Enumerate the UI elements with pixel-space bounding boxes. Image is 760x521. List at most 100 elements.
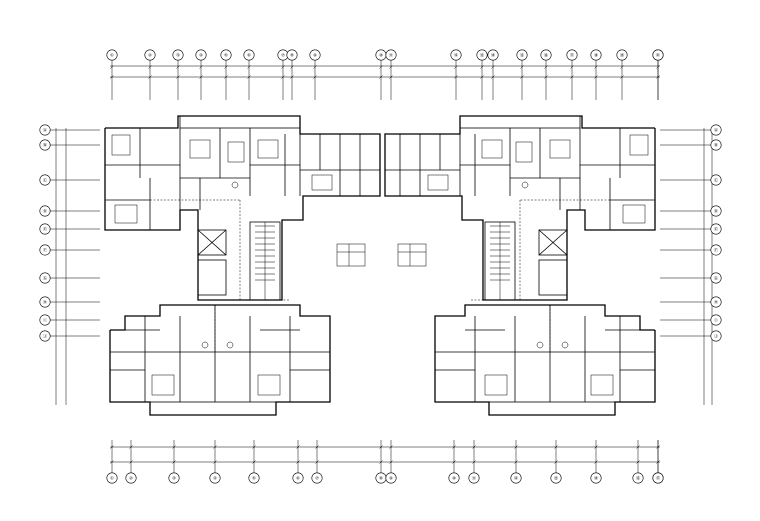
top-axis-bubble: ⑮: [516, 49, 528, 100]
right-axis-bubble: Ⓐ: [660, 124, 722, 136]
bottom-axis-bubble: ③: [168, 440, 180, 484]
bottom-axis-bubble: ⑬: [550, 440, 562, 484]
axis-label: ⑰: [656, 475, 661, 482]
right-axis-bubble: Ⓙ: [660, 330, 722, 342]
bottom-axis-bubble: ⑧: [375, 440, 387, 484]
top-axis-bubble: ②: [144, 49, 156, 100]
axis-label: ⑰: [570, 52, 575, 59]
axis-label: Ⓒ: [714, 177, 719, 184]
bottom-axis-bubble: ①: [106, 440, 118, 484]
axis-label: ⑮: [636, 475, 641, 482]
top-axis-bubble: ⑦: [277, 49, 289, 100]
top-axis-bubble: ①: [106, 49, 118, 100]
axis-label: ⑬: [554, 475, 559, 482]
axis-label: ⑫: [514, 475, 519, 482]
top-axis-bubble: ⑬: [476, 49, 488, 100]
axis-label: ⑯: [544, 52, 549, 59]
bottom-axis-bubble: ⑭: [590, 440, 602, 484]
bottom-axis-bubble: ⑪: [468, 440, 480, 484]
left-axis-bubble: Ⓖ: [39, 272, 100, 284]
axis-label: ⑧: [379, 476, 383, 481]
axis-label: Ⓖ: [43, 275, 48, 282]
axis-label: ③: [172, 476, 176, 481]
axis-label: ⑥: [247, 53, 251, 58]
axis-label: ③: [176, 53, 180, 58]
axis-label: ㉑: [656, 52, 661, 59]
axis-label: ⑬: [480, 52, 485, 59]
top-axis-bubble: ⑧: [286, 49, 298, 100]
right-axis-bubble: Ⓓ: [660, 205, 722, 217]
axis-label: ①: [110, 53, 114, 58]
left-axis-bubble: Ⓓ: [39, 205, 100, 217]
top-axis-bubble: ⑭: [487, 49, 499, 100]
axis-label: Ⓓ: [43, 208, 48, 215]
right-axis-bubble: Ⓔ: [660, 223, 722, 235]
axis-label: ⑲: [620, 52, 625, 59]
top-axis-bubble: ⑯: [540, 49, 552, 100]
axis-label: Ⓐ: [714, 127, 719, 134]
left-dimension-chain: [55, 128, 67, 405]
axis-label: Ⓖ: [714, 275, 719, 282]
axis-label: Ⓔ: [43, 226, 48, 233]
left-axis-bubble: Ⓑ: [39, 139, 100, 151]
top-axis-bubble: ⑨: [309, 49, 321, 100]
axis-label: ⑩: [379, 53, 383, 58]
axis-label: ⑦: [281, 53, 285, 58]
bottom-axis-bubble: ⑨: [385, 440, 397, 484]
bottom-axis-bubble: ⑥: [292, 440, 304, 484]
bottom-axis-bubble: ⑩: [448, 440, 460, 484]
bottom-axis-bubble: ②: [125, 440, 137, 484]
left-axis-bubble: Ⓕ: [39, 244, 100, 256]
top-axis-bubbles: ①②③④⑤⑥⑦⑧⑨⑩⑪⑫⑬⑭⑮⑯⑰⑱⑲⑳㉑: [106, 49, 664, 100]
axis-label: ④: [213, 476, 217, 481]
left-axis-bubble: Ⓐ: [39, 124, 100, 136]
right-axis-bubble: Ⓖ: [660, 272, 722, 284]
bottom-dimension-chain: [110, 445, 660, 464]
top-axis-bubble: ⑪: [385, 49, 397, 100]
left-axis-bubble: Ⓘ: [39, 314, 100, 326]
axis-label: Ⓕ: [714, 247, 719, 254]
axis-label: Ⓘ: [714, 317, 719, 324]
axis-label: Ⓘ: [43, 317, 48, 324]
axis-label: ⑩: [452, 476, 456, 481]
axis-label: ⑭: [594, 475, 599, 482]
top-dimension-chain: [110, 65, 660, 79]
axis-label: Ⓔ: [714, 226, 719, 233]
top-axis-bubble: ⑤: [220, 49, 232, 100]
right-axis-bubble: Ⓒ: [660, 174, 722, 186]
axis-label: ②: [129, 476, 133, 481]
bottom-axis-bubble: ④: [209, 440, 221, 484]
axis-label: Ⓐ: [43, 127, 48, 134]
axis-label: ⑥: [296, 476, 300, 481]
axis-label: ⑮: [520, 52, 525, 59]
left-axis-bubble: Ⓗ: [39, 296, 100, 308]
axis-label: ⑱: [594, 52, 599, 59]
axis-label: Ⓙ: [43, 333, 48, 340]
bottom-axis-bubble: ⑮: [632, 440, 644, 484]
bottom-axis-bubble: ⑦: [311, 440, 323, 484]
axis-label: ④: [199, 53, 203, 58]
right-axis-bubble: Ⓕ: [660, 244, 722, 256]
bottom-axis-bubble: ⑤: [248, 440, 260, 484]
axis-label: ⑨: [389, 476, 393, 481]
bottom-axis-bubble: ⑫: [510, 440, 522, 484]
left-axis-bubble: Ⓙ: [39, 330, 100, 342]
axis-label: Ⓕ: [43, 247, 48, 254]
top-axis-bubble: ⑩: [375, 49, 387, 100]
right-axis-bubble: Ⓘ: [660, 314, 722, 326]
axis-label: ⑪: [472, 475, 477, 482]
top-axis-bubble: ⑱: [590, 49, 602, 100]
top-axis-bubble: ⑰: [566, 49, 578, 100]
axis-label: Ⓙ: [714, 333, 719, 340]
axis-label: ⑨: [313, 53, 317, 58]
right-axis-bubble: Ⓗ: [660, 296, 722, 308]
top-axis-bubble: ⑥: [243, 49, 255, 100]
axis-label: ⑤: [224, 53, 228, 58]
left-axis-bubble: Ⓔ: [39, 223, 100, 235]
top-axis-bubble: ㉑: [652, 49, 664, 100]
axis-label: ⑧: [290, 53, 294, 58]
axis-label: ⑪: [389, 52, 394, 59]
